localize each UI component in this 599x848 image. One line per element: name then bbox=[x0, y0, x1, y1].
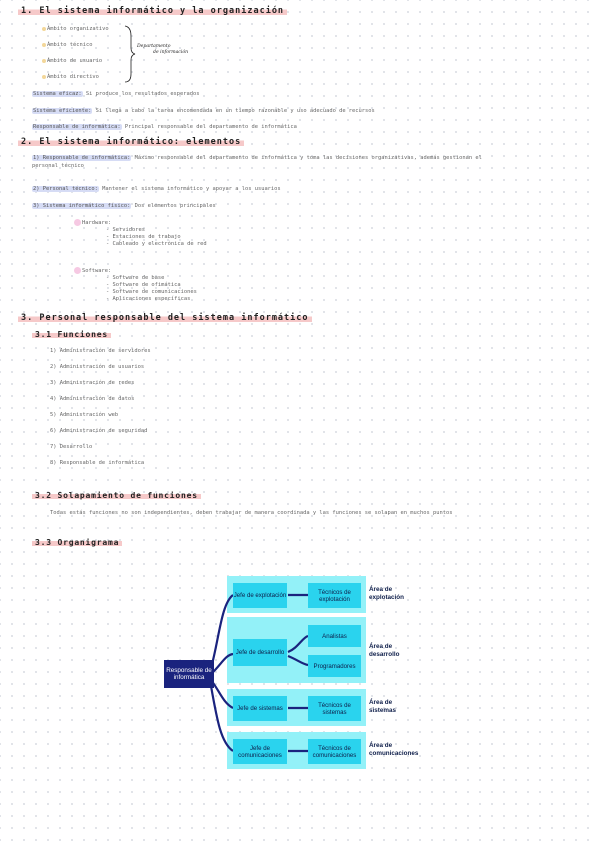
funcion-item: 5) Administración web bbox=[50, 412, 119, 418]
org-tecnicos-comunicaciones: Técnicos de comunicaciones bbox=[308, 739, 361, 764]
org-root-responsable: Responsable de informática bbox=[164, 660, 214, 688]
org-area-sistemas: Área de sistemas bbox=[369, 699, 396, 714]
handwritten-note: de información bbox=[153, 50, 189, 55]
ambito-item: Ámbito organizativo bbox=[42, 26, 109, 32]
funcion-item: 6) Administración de seguridad bbox=[50, 428, 148, 434]
org-area-desarrollo: Área de desarrollo bbox=[369, 643, 400, 658]
bullet-dot-icon bbox=[42, 58, 46, 63]
software-item: - Software de comunicaciones bbox=[106, 289, 197, 295]
element-personal-tecnico: 2) Personal técnico: Mantener el sistema… bbox=[32, 186, 281, 192]
org-area-explotacion: Área de explotación bbox=[369, 586, 404, 601]
section-2-title: 2. El sistema informático: elementos bbox=[18, 137, 245, 147]
org-tecnicos-explotacion: Técnicos de explotación bbox=[308, 583, 361, 608]
funcion-item: 1) Administración de servidores bbox=[50, 348, 151, 354]
definition-eficaz: Sistema eficaz: Si produce los resultado… bbox=[32, 91, 200, 97]
element-responsable-cont: personal técnico bbox=[32, 163, 84, 169]
ambito-item: Ámbito directivo bbox=[42, 74, 99, 80]
software-item: - Software de ofimática bbox=[106, 282, 181, 288]
subsection-solapamiento-title: 3.2 Solapamiento de funciones bbox=[32, 491, 201, 500]
section-3-title: 3. Personal responsable del sistema info… bbox=[18, 313, 312, 323]
definition-eficiente: Sistema eficiente: Si llega a cabo la ta… bbox=[32, 108, 375, 114]
funcion-item: 2) Administración de usuarios bbox=[50, 364, 145, 370]
solapamiento-text: Todas estás funciones no son independien… bbox=[50, 510, 453, 516]
org-jefe-sistemas: Jefe de sistemas bbox=[233, 696, 287, 721]
bullet-dot-icon bbox=[74, 267, 81, 274]
bullet-dot-icon bbox=[74, 219, 81, 226]
curly-brace-icon bbox=[124, 25, 136, 83]
org-tecnicos-sistemas: Técnicos de sistemas bbox=[308, 696, 361, 721]
org-analistas: Analistas bbox=[308, 625, 361, 647]
funcion-item: 8) Responsable de informática bbox=[50, 460, 145, 466]
definition-responsable: Responsable de informática: Principal re… bbox=[32, 124, 297, 130]
software-label: Software: bbox=[74, 267, 111, 274]
subsection-organigrama-title: 3.3 Organigrama bbox=[32, 538, 123, 547]
org-jefe-comunicaciones: Jefe de comunicaciones bbox=[233, 739, 287, 764]
section-1-title: 1. El sistema informático y la organizac… bbox=[18, 6, 288, 16]
ambito-item: Ámbito de usuario bbox=[42, 58, 102, 64]
org-area-comunicaciones: Área de comunicaciones bbox=[369, 742, 419, 757]
bullet-dot-icon bbox=[42, 42, 46, 47]
handwritten-note: Departamento bbox=[137, 44, 171, 49]
hardware-item: - Estaciones de trabajo bbox=[106, 234, 181, 240]
bullet-dot-icon bbox=[42, 74, 46, 79]
element-sistema-fisico: 3) Sistema informático físico: Dos eleme… bbox=[32, 203, 216, 209]
org-jefe-explotacion: Jefe de explotación bbox=[233, 583, 287, 608]
subsection-funciones-title: 3.1 Funciones bbox=[32, 330, 112, 339]
bullet-dot-icon bbox=[42, 26, 46, 31]
software-item: - Software de base bbox=[106, 275, 165, 281]
hardware-item: - Cableado y electrónica de red bbox=[106, 241, 207, 247]
hardware-label: Hardware: bbox=[74, 219, 111, 226]
funcion-item: 7) Desarrollo bbox=[50, 444, 93, 450]
ambito-item: Ámbito técnico bbox=[42, 42, 92, 48]
software-item: - Aplicaciones específicas bbox=[106, 296, 191, 302]
element-responsable: 1) Responsable de informática: Máximo re… bbox=[32, 155, 482, 161]
funcion-item: 3) Administración de redes bbox=[50, 380, 135, 386]
hardware-item: - Servidores bbox=[106, 227, 145, 233]
org-programadores: Programadores bbox=[308, 655, 361, 677]
funcion-item: 4) Administración de datos bbox=[50, 396, 135, 402]
org-jefe-desarrollo: Jefe de desarrollo bbox=[233, 639, 287, 666]
